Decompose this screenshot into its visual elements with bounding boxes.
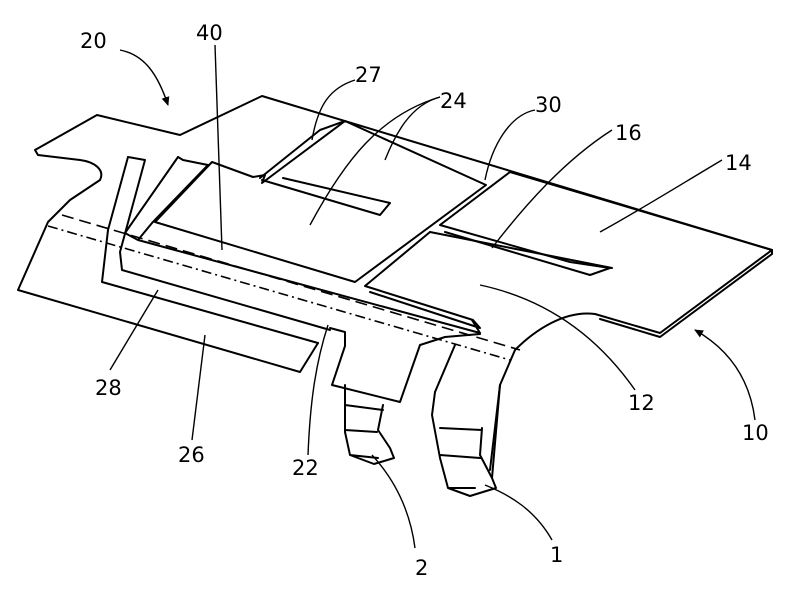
label-26: 26 (178, 443, 205, 467)
label-40: 40 (196, 21, 223, 45)
label-28: 28 (95, 376, 122, 400)
tongue-22 (330, 328, 480, 402)
label-16: 16 (615, 121, 642, 145)
label-2: 2 (415, 556, 428, 580)
label-24: 24 (440, 89, 467, 113)
leader-1 (485, 485, 552, 540)
leader-26 (192, 335, 205, 440)
label-10: 10 (742, 421, 769, 445)
label-14: 14 (725, 151, 752, 175)
fold-line-dashdot (48, 226, 510, 360)
clip-1 (432, 392, 496, 496)
leader-2 (372, 455, 415, 548)
label-27: 27 (355, 63, 382, 87)
leader-12 (480, 285, 635, 390)
patch-gap (430, 232, 612, 268)
clip-2 (345, 385, 394, 464)
leader-40 (215, 45, 222, 250)
leader-30 (485, 110, 535, 180)
label-30: 30 (535, 93, 562, 117)
base-plate-outline (18, 96, 772, 470)
label-22: 22 (292, 456, 319, 480)
label-20: 20 (80, 29, 107, 53)
leader-16 (492, 130, 612, 248)
patch-14 (440, 172, 772, 275)
strip-26 (102, 157, 318, 343)
label-1: 1 (550, 543, 563, 567)
leader-10 (695, 330, 755, 420)
patch-12 (365, 232, 480, 328)
leader-20 (120, 50, 168, 105)
label-12: 12 (628, 391, 655, 415)
leader-14 (600, 160, 722, 232)
leader-28 (110, 290, 158, 370)
